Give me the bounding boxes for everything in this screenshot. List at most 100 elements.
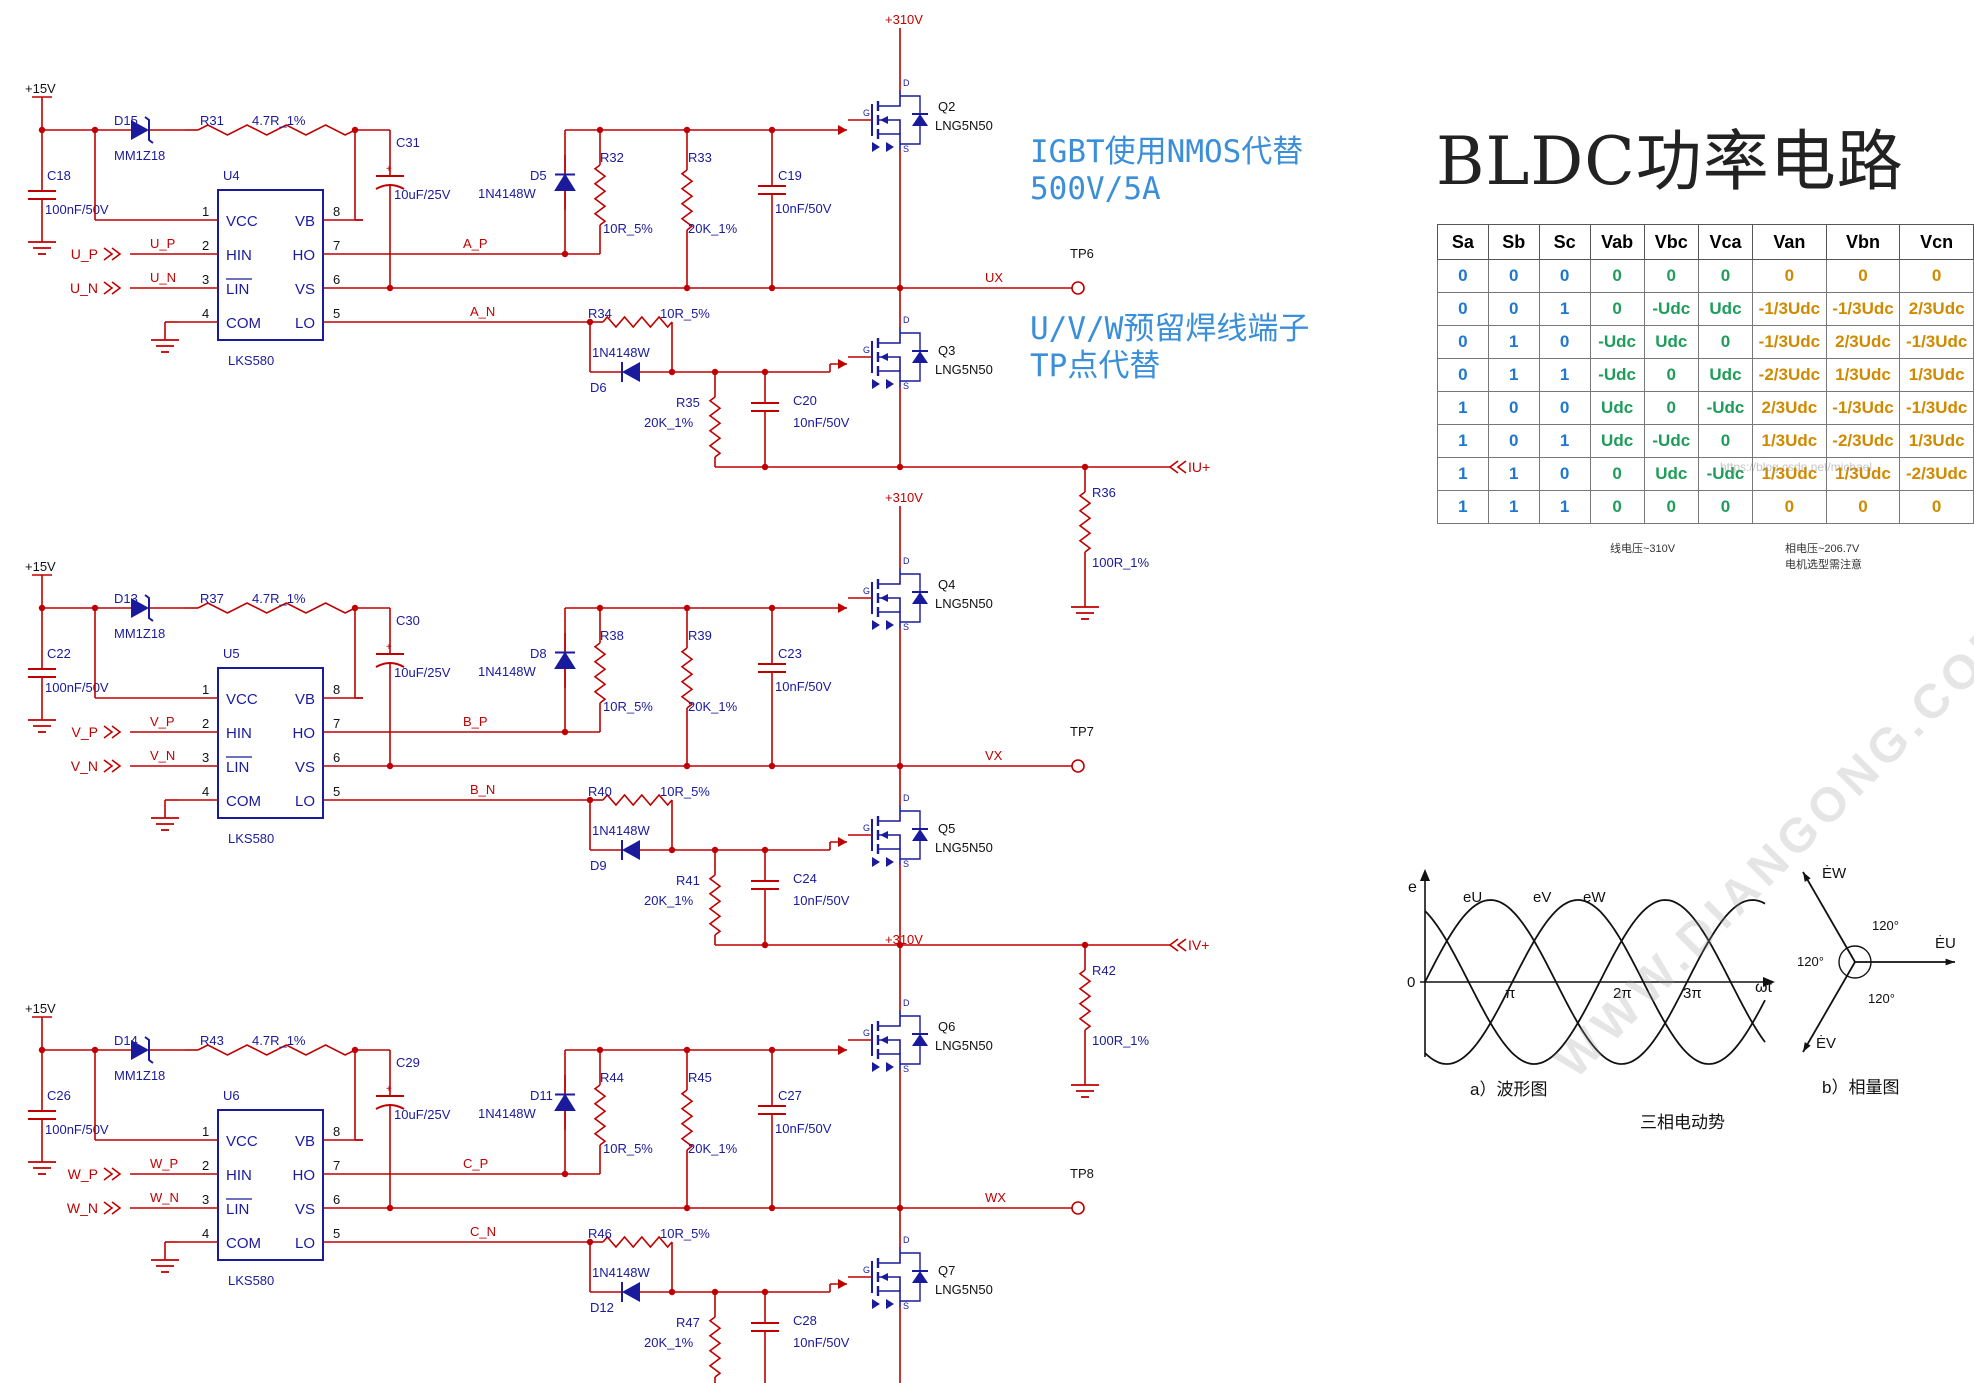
resistor xyxy=(593,1084,607,1146)
diode-body xyxy=(622,1282,640,1302)
ic-pin-name-hin: HIN xyxy=(226,247,252,264)
driver-ic-body xyxy=(217,667,324,819)
table-header-sb: Sb xyxy=(1487,224,1540,260)
gate-diode-designator: D8 xyxy=(530,646,547,661)
curve-label-ev: eV xyxy=(1533,889,1551,906)
boot-cap-designator: C30 xyxy=(396,613,420,628)
nmos-transistor xyxy=(871,568,928,630)
table-cell: 0 xyxy=(1589,457,1645,491)
boot-resistor-designator: R37 xyxy=(200,591,224,606)
gate-pin-label: G xyxy=(863,1028,870,1038)
pulldown-value: 20K_1% xyxy=(688,699,738,714)
table-cell: 0 xyxy=(1437,292,1489,326)
diode-body xyxy=(622,362,640,382)
table-cell: 0 xyxy=(1899,259,1974,293)
test-point xyxy=(1071,759,1085,773)
table-cell: 2/3Udc xyxy=(1899,292,1974,326)
junction-dot xyxy=(768,284,776,292)
nmos-transistor xyxy=(871,1010,928,1072)
ic-designator: U6 xyxy=(223,1088,240,1103)
boot-cap-designator: C31 xyxy=(396,135,420,150)
pulldown-designator: R33 xyxy=(688,150,712,165)
table-cell: 0 xyxy=(1643,259,1699,293)
body-diode xyxy=(912,829,928,841)
low-gate-resistor-designator: R46 xyxy=(588,1226,612,1241)
supply-15v-label: +15V xyxy=(25,559,56,574)
resistor xyxy=(602,793,673,807)
supply-310v-label: +310V xyxy=(885,12,923,27)
table-cell: 0 xyxy=(1538,325,1591,359)
low-gate-resistor-designator: R34 xyxy=(588,306,612,321)
low-pulldown-value: 20K_1% xyxy=(644,893,694,908)
axis-arrow xyxy=(1763,977,1775,987)
zener-bar xyxy=(144,1036,154,1064)
tick-3pi: 3π xyxy=(1683,985,1702,1002)
vcc-cap-designator: C22 xyxy=(47,646,71,661)
capacitor-plate xyxy=(375,662,405,668)
table-cell: -Udc xyxy=(1697,391,1754,425)
table-header-vab: Vab xyxy=(1589,224,1645,260)
ic-pin-number: 3 xyxy=(202,750,209,765)
table-cell: 0 xyxy=(1487,424,1540,458)
resistor xyxy=(197,1044,356,1056)
port-symbol xyxy=(103,247,114,261)
body-lead xyxy=(878,597,901,612)
ic-pin-number: 8 xyxy=(333,682,340,697)
input-net-label: U_N xyxy=(150,270,176,285)
diode-body xyxy=(554,651,576,669)
table-header-vbn: Vbn xyxy=(1825,224,1901,260)
resistor xyxy=(593,642,607,704)
body-diode xyxy=(912,1271,928,1283)
table-cell: -Udc xyxy=(1697,457,1754,491)
supply-15v-label: +15V xyxy=(25,1001,56,1016)
drain-lead xyxy=(878,90,901,107)
ic-pin-name-vb: VB xyxy=(295,213,315,230)
phase-output-net: UX xyxy=(985,270,1003,285)
table-cell: 1 xyxy=(1538,490,1591,524)
low-drive-net: A_N xyxy=(470,304,495,319)
ic-pin-name-vs: VS xyxy=(295,1201,315,1218)
drain-lead xyxy=(878,1010,901,1027)
nmos-transistor xyxy=(871,1247,928,1309)
source-pin-label: S xyxy=(903,859,909,869)
body-lead xyxy=(878,1039,901,1054)
table-cell: -1/3Udc xyxy=(1825,391,1901,425)
table-cell: 1 xyxy=(1487,358,1540,392)
high-drive-net: B_P xyxy=(463,714,488,729)
ic-part-number: LKS580 xyxy=(228,831,274,846)
table-header-vcn: Vcn xyxy=(1899,224,1974,260)
gate-cap-designator: C27 xyxy=(778,1088,802,1103)
phase-voltage-caption: 相电压~206.7V xyxy=(1785,543,1860,555)
phasor-label-ev: ĖV xyxy=(1816,1034,1836,1052)
body-arrow xyxy=(880,1036,888,1044)
diode-body xyxy=(554,173,576,191)
boot-cap-value: 10uF/25V xyxy=(394,1107,451,1122)
low-drive-net: B_N xyxy=(470,782,495,797)
sense-resistor-designator: R42 xyxy=(1092,963,1116,978)
ic-pin-number: 2 xyxy=(202,1158,209,1173)
low-gate-cap-value: 10nF/50V xyxy=(793,415,850,430)
gate-pin-label: G xyxy=(863,1265,870,1275)
port-symbol xyxy=(103,759,114,773)
input-port-label: U_P xyxy=(71,246,98,262)
gate-diode xyxy=(872,1299,880,1309)
ic-pin-number: 3 xyxy=(202,272,209,287)
low-gate-cap-value: 10nF/50V xyxy=(793,1335,850,1350)
body-diode xyxy=(912,114,928,126)
resistor xyxy=(197,124,356,136)
table-cell: 1 xyxy=(1437,457,1489,491)
axis-arrow xyxy=(1420,869,1430,881)
ic-designator: U5 xyxy=(223,646,240,661)
ic-pin-name-vcc: VCC xyxy=(226,213,258,230)
zener-designator: D15 xyxy=(114,113,138,128)
gate-resistor-designator: R38 xyxy=(600,628,624,643)
high-drive-net: C_P xyxy=(463,1156,488,1171)
table-cell: 1 xyxy=(1437,391,1489,425)
ic-pin-name-lin: LIN xyxy=(226,281,249,298)
